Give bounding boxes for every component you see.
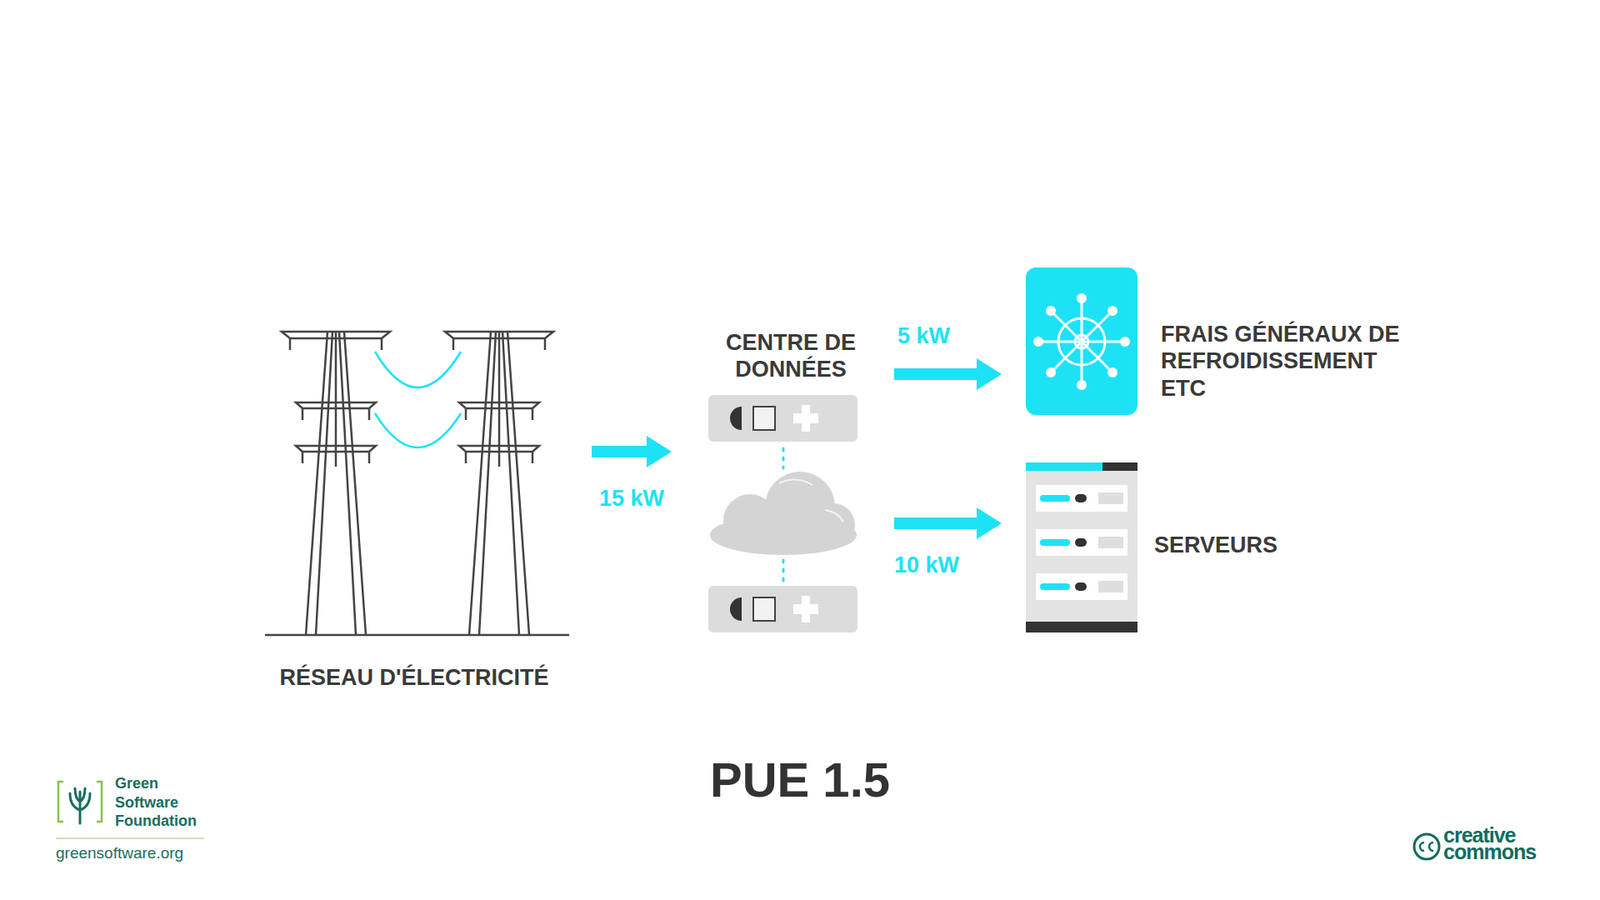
caption: PUE 1.5 — [0, 751, 1600, 808]
flow-arrow — [591, 435, 672, 468]
flow-label-box: 5 kW — [897, 323, 950, 350]
node-label: RÉSEAU D'ÉLECTRICITÉ — [239, 664, 590, 691]
node-label: CENTRE DE DONNÉES — [703, 329, 879, 384]
cooling-node: FRAIS GÉNÉRAUX DE REFROIDISSEMENT ETC — [1025, 267, 1460, 415]
server-rack — [1025, 462, 1138, 633]
servers-node: SERVEURS — [1025, 462, 1326, 633]
node-label: SERVEURS — [1154, 531, 1321, 559]
cc-logo — [1414, 834, 1440, 860]
flow-arrow — [894, 358, 1002, 390]
power-pylons — [265, 331, 570, 635]
label-box: greensoftware.org — [55, 844, 223, 864]
caption-box: PUE 1.5 — [0, 751, 1600, 808]
flow-arrow — [894, 507, 1002, 540]
website-url: greensoftware.org — [55, 844, 223, 864]
logo-text: commons — [1443, 841, 1552, 863]
label-box: commons — [1443, 841, 1552, 863]
logo-text: Green Software Foundation — [115, 774, 220, 831]
cooling-icon — [1025, 267, 1138, 415]
flow-label-box: 10 kW — [894, 552, 960, 579]
node-label: FRAIS GÉNÉRAUX DE REFROIDISSEMENT ETC — [1160, 320, 1420, 402]
flow-label-box: 15 kW — [599, 485, 665, 512]
label-box: Green Software Foundation — [115, 774, 220, 831]
power-label: 10 kW — [894, 552, 960, 579]
power-label: 15 kW — [599, 485, 665, 512]
datacenter-node: CENTRE DE DONNÉES — [703, 329, 879, 633]
datacenter-icon — [708, 395, 858, 633]
power-label: 5 kW — [897, 323, 950, 350]
grid-node: RÉSEAU D'ÉLECTRICITÉ — [239, 328, 590, 700]
